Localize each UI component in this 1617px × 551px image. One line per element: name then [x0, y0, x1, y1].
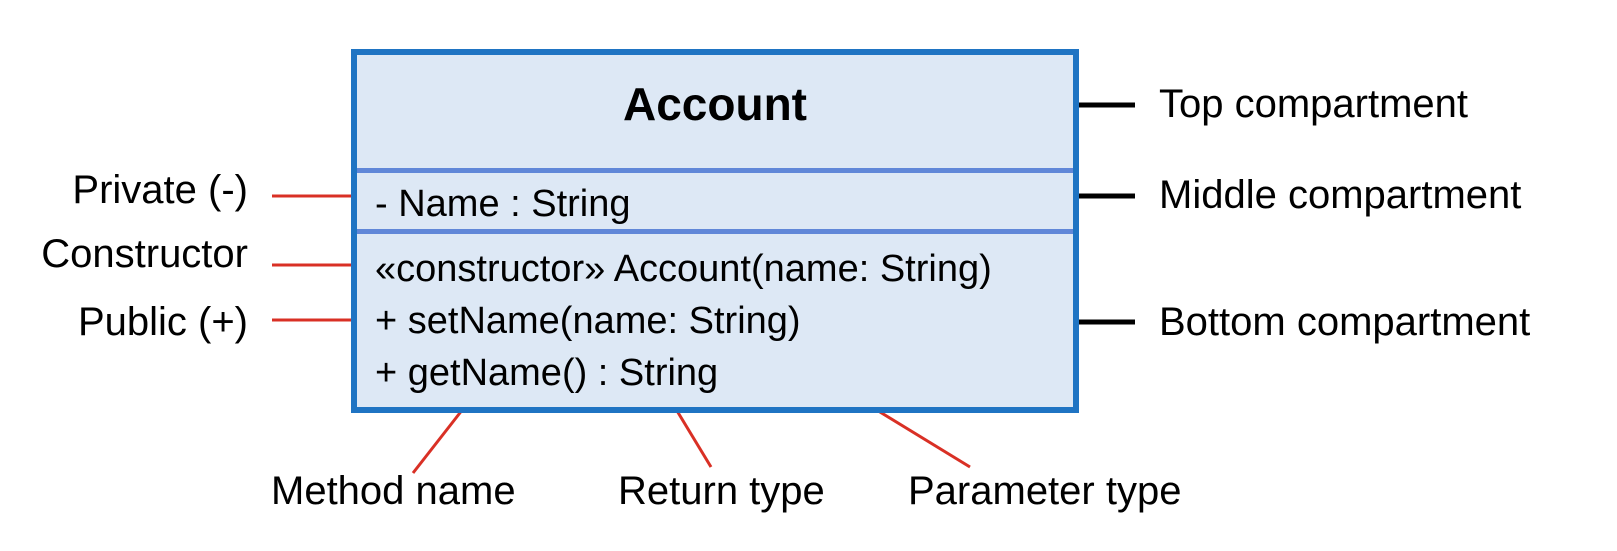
label-top-compartment: Top compartment: [1159, 82, 1469, 126]
operation-setname: + setName(name: String): [375, 300, 801, 342]
label-method-name: Method name: [271, 469, 516, 513]
label-parameter-type: Parameter type: [908, 469, 1182, 513]
label-middle-compartment: Middle compartment: [1159, 173, 1522, 217]
class-name: Account: [623, 78, 807, 130]
label-private: Private (-): [72, 168, 248, 212]
attribute-name: - Name : String: [375, 183, 631, 225]
operation-getname: + getName() : String: [375, 352, 719, 394]
class-box: Account - Name : String «constructor» Ac…: [351, 49, 1079, 413]
label-public: Public (+): [77, 300, 248, 344]
middle-compartment: - Name : String: [357, 168, 1073, 234]
top-compartment: Account: [357, 55, 1073, 168]
label-return-type: Return type: [618, 469, 825, 513]
operation-constructor: «constructor» Account(name: String): [375, 248, 992, 290]
bottom-compartment: «constructor» Account(name: String) + se…: [357, 234, 1073, 407]
label-constructor: Constructor: [41, 232, 248, 276]
label-bottom-compartment: Bottom compartment: [1159, 300, 1531, 344]
